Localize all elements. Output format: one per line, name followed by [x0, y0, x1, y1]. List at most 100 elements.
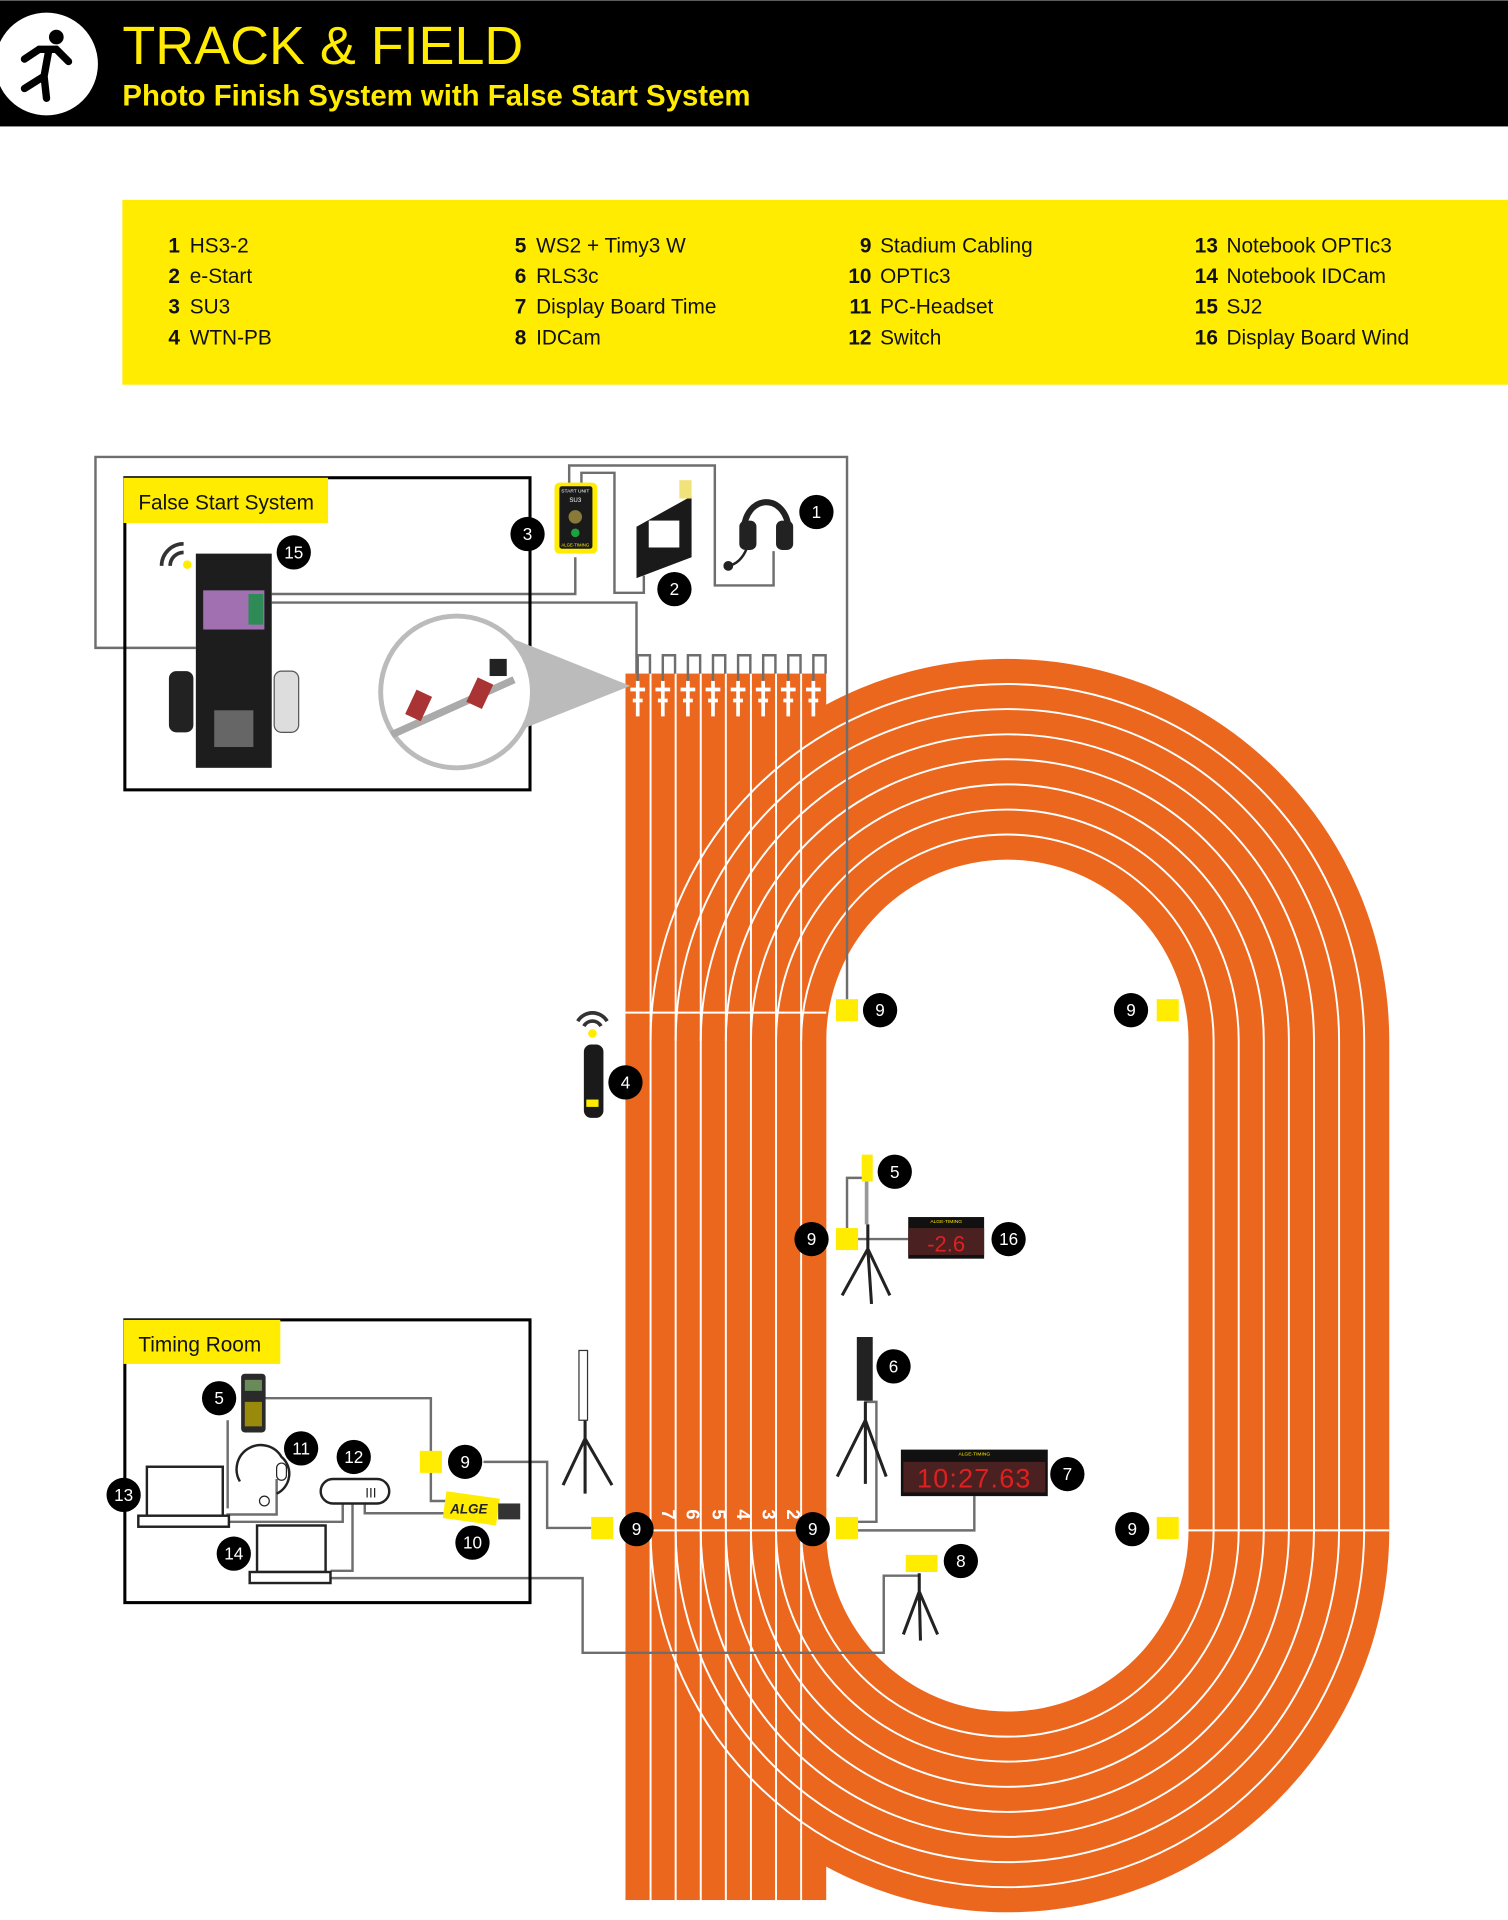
svg-text:13: 13 [114, 1485, 133, 1505]
badge-2: 2 [657, 571, 692, 607]
starting-block-cable [736, 653, 752, 681]
display-board-wind: ALGE-TIMING -2.6 [908, 1217, 985, 1259]
lane-numbers: 7 6 5 4 3 2 [658, 1509, 804, 1520]
timing-room-label: Timing Room [138, 1334, 261, 1357]
svg-text:SJ2: SJ2 [1226, 296, 1262, 319]
number-badges: 1 2 3 15 4 9 9 5 9 16 6 7 8 9 9 9 9 5 11… [106, 494, 1150, 1579]
time-board-brand: ALGE-TIMING [958, 1452, 990, 1458]
lane-curve [674, 708, 1341, 1864]
svg-text:Display Board Wind: Display Board Wind [1226, 326, 1409, 349]
legend-item: 5 WS2 + Timy3 W [515, 235, 686, 258]
svg-text:9: 9 [875, 1000, 885, 1020]
svg-text:15: 15 [1195, 296, 1218, 319]
lane-curve [775, 808, 1240, 1763]
wind-reading: -2.6 [927, 1231, 965, 1256]
su3-model: SU3 [569, 497, 581, 504]
junction-box [836, 999, 859, 1022]
svg-text:10: 10 [463, 1533, 482, 1553]
badge-9: 9 [862, 993, 898, 1028]
starting-block-cable [686, 653, 702, 681]
badge-1: 1 [799, 494, 834, 530]
svg-text:e-Start: e-Start [190, 265, 253, 288]
badge-7: 7 [1050, 1456, 1085, 1492]
badge-9: 9 [794, 1221, 829, 1257]
svg-text:2: 2 [670, 579, 680, 599]
page-subtitle: Photo Finish System with False Start Sys… [122, 80, 750, 113]
svg-text:5: 5 [890, 1162, 900, 1182]
su3-brand: ALGE-TIMING [561, 542, 589, 547]
svg-text:11: 11 [850, 296, 872, 319]
legend-item: 15 SJ2 [1195, 296, 1263, 319]
badge-10: 10 [455, 1525, 490, 1560]
lane-number: 7 [658, 1509, 679, 1519]
legend-item: 2 e-Start [168, 265, 252, 288]
svg-text:IDCam: IDCam [536, 326, 601, 349]
notebook-optic3 [137, 1465, 231, 1528]
legend-item: 10 OPTIc3 [848, 265, 950, 288]
junction-box [591, 1516, 614, 1539]
lane-number: 2 [783, 1509, 804, 1519]
switch-device: III [319, 1477, 391, 1505]
display-board-time: ALGE-TIMING 10:27.63 [900, 1449, 1048, 1497]
starting-block-cable [661, 653, 677, 681]
starting-block-sensor [655, 680, 671, 717]
svg-text:PC-Headset: PC-Headset [880, 296, 993, 319]
optic3-label: ALGE [449, 1501, 488, 1516]
starting-block-cable [787, 653, 802, 681]
svg-text:9: 9 [632, 1519, 642, 1539]
badge-12: 12 [336, 1439, 371, 1475]
su3-title: START UNIT [561, 488, 589, 494]
svg-text:11: 11 [292, 1438, 310, 1458]
header-bar [0, 0, 1508, 127]
junction-box [836, 1228, 859, 1251]
badge-6: 6 [876, 1349, 911, 1384]
starting-block-sensor [705, 680, 721, 717]
badge-11: 11 [283, 1431, 319, 1466]
badge-8: 8 [943, 1543, 978, 1579]
tripod-icon [561, 1224, 940, 1641]
e-start-pistol [636, 480, 692, 579]
svg-text:OPTIc3: OPTIc3 [880, 265, 951, 288]
badge-16: 16 [991, 1221, 1026, 1257]
svg-text:2: 2 [168, 265, 180, 288]
badge-14: 14 [216, 1536, 251, 1571]
badge-5: 5 [201, 1381, 237, 1416]
svg-text:WTN-PB: WTN-PB [190, 326, 272, 349]
lane-lines [649, 673, 1366, 1901]
junction-box [836, 1516, 859, 1539]
rls3c-box [856, 1337, 873, 1401]
badge-9: 9 [619, 1512, 654, 1547]
starting-block-magnifier [378, 613, 631, 771]
svg-text:12: 12 [848, 326, 871, 349]
badge-9: 9 [1113, 993, 1149, 1028]
starting-block-cable [812, 653, 827, 681]
wind-board-brand: ALGE-TIMING [930, 1219, 962, 1225]
running-track: 7 6 5 4 3 2 [625, 653, 1390, 1913]
svg-text:13: 13 [1195, 235, 1218, 258]
page-title: TRACK & FIELD [122, 16, 523, 76]
timing-room-label-bg [123, 1319, 281, 1364]
junction-box [1156, 999, 1179, 1022]
svg-text:5: 5 [515, 235, 527, 258]
wtn-pb-transmitter [576, 1011, 609, 1118]
junction-box [419, 1450, 442, 1473]
lane-curve [699, 733, 1315, 1838]
svg-text:WS2 + Timy3 W: WS2 + Timy3 W [536, 235, 686, 258]
switch-label: III [365, 1485, 376, 1500]
badge-15: 15 [276, 535, 311, 570]
svg-text:10: 10 [848, 265, 871, 288]
pc-headset-icon [235, 1443, 291, 1507]
svg-text:Stadium Cabling: Stadium Cabling [880, 235, 1033, 258]
svg-text:6: 6 [889, 1356, 899, 1376]
lane-curve [724, 758, 1290, 1813]
svg-text:16: 16 [999, 1229, 1018, 1249]
svg-text:4: 4 [168, 326, 180, 349]
lane-curve [800, 833, 1215, 1738]
timy3-device [241, 1373, 266, 1433]
